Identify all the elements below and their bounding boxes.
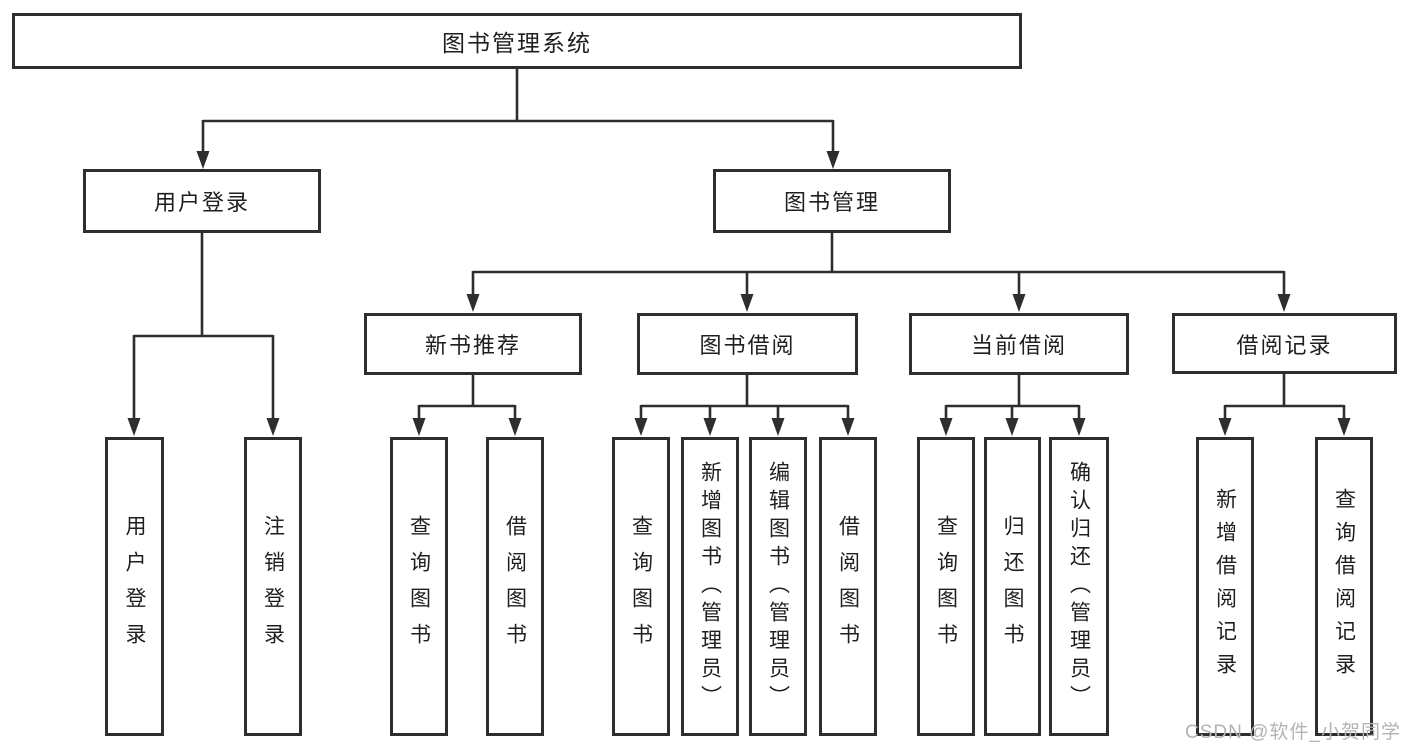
leaf-borrow-books-recommend: 借阅图书 — [486, 437, 544, 736]
leaf-edit-book-admin: 编辑图书（管理员） — [749, 437, 807, 736]
leaf-query-books-recommend: 查询图书 — [390, 437, 448, 736]
node-book-borrowing: 图书借阅 — [637, 313, 858, 375]
node-new-book-recommend: 新书推荐 — [364, 313, 582, 375]
node-current-borrowing: 当前借阅 — [909, 313, 1129, 375]
csdn-watermark: CSDN @软件_小贺同学 — [1185, 722, 1401, 743]
leaf-query-books-current: 查询图书 — [917, 437, 975, 736]
leaf-add-book-admin: 新增图书（管理员） — [681, 437, 739, 736]
node-library-management-system: 图书管理系统 — [12, 13, 1022, 69]
leaf-confirm-return-admin: 确认归还（管理员） — [1049, 437, 1109, 736]
leaf-borrow-books-borrowing: 借阅图书 — [819, 437, 877, 736]
node-user-login: 用户登录 — [83, 169, 321, 233]
leaf-user-login: 用户登录 — [105, 437, 164, 736]
node-borrow-records: 借阅记录 — [1172, 313, 1397, 374]
leaf-add-borrow-record: 新增借阅记录 — [1196, 437, 1254, 736]
node-book-management: 图书管理 — [713, 169, 951, 233]
leaf-query-borrow-record: 查询借阅记录 — [1315, 437, 1373, 736]
leaf-query-books-borrowing: 查询图书 — [612, 437, 670, 736]
leaf-return-books: 归还图书 — [984, 437, 1041, 736]
leaf-logout: 注销登录 — [244, 437, 302, 736]
